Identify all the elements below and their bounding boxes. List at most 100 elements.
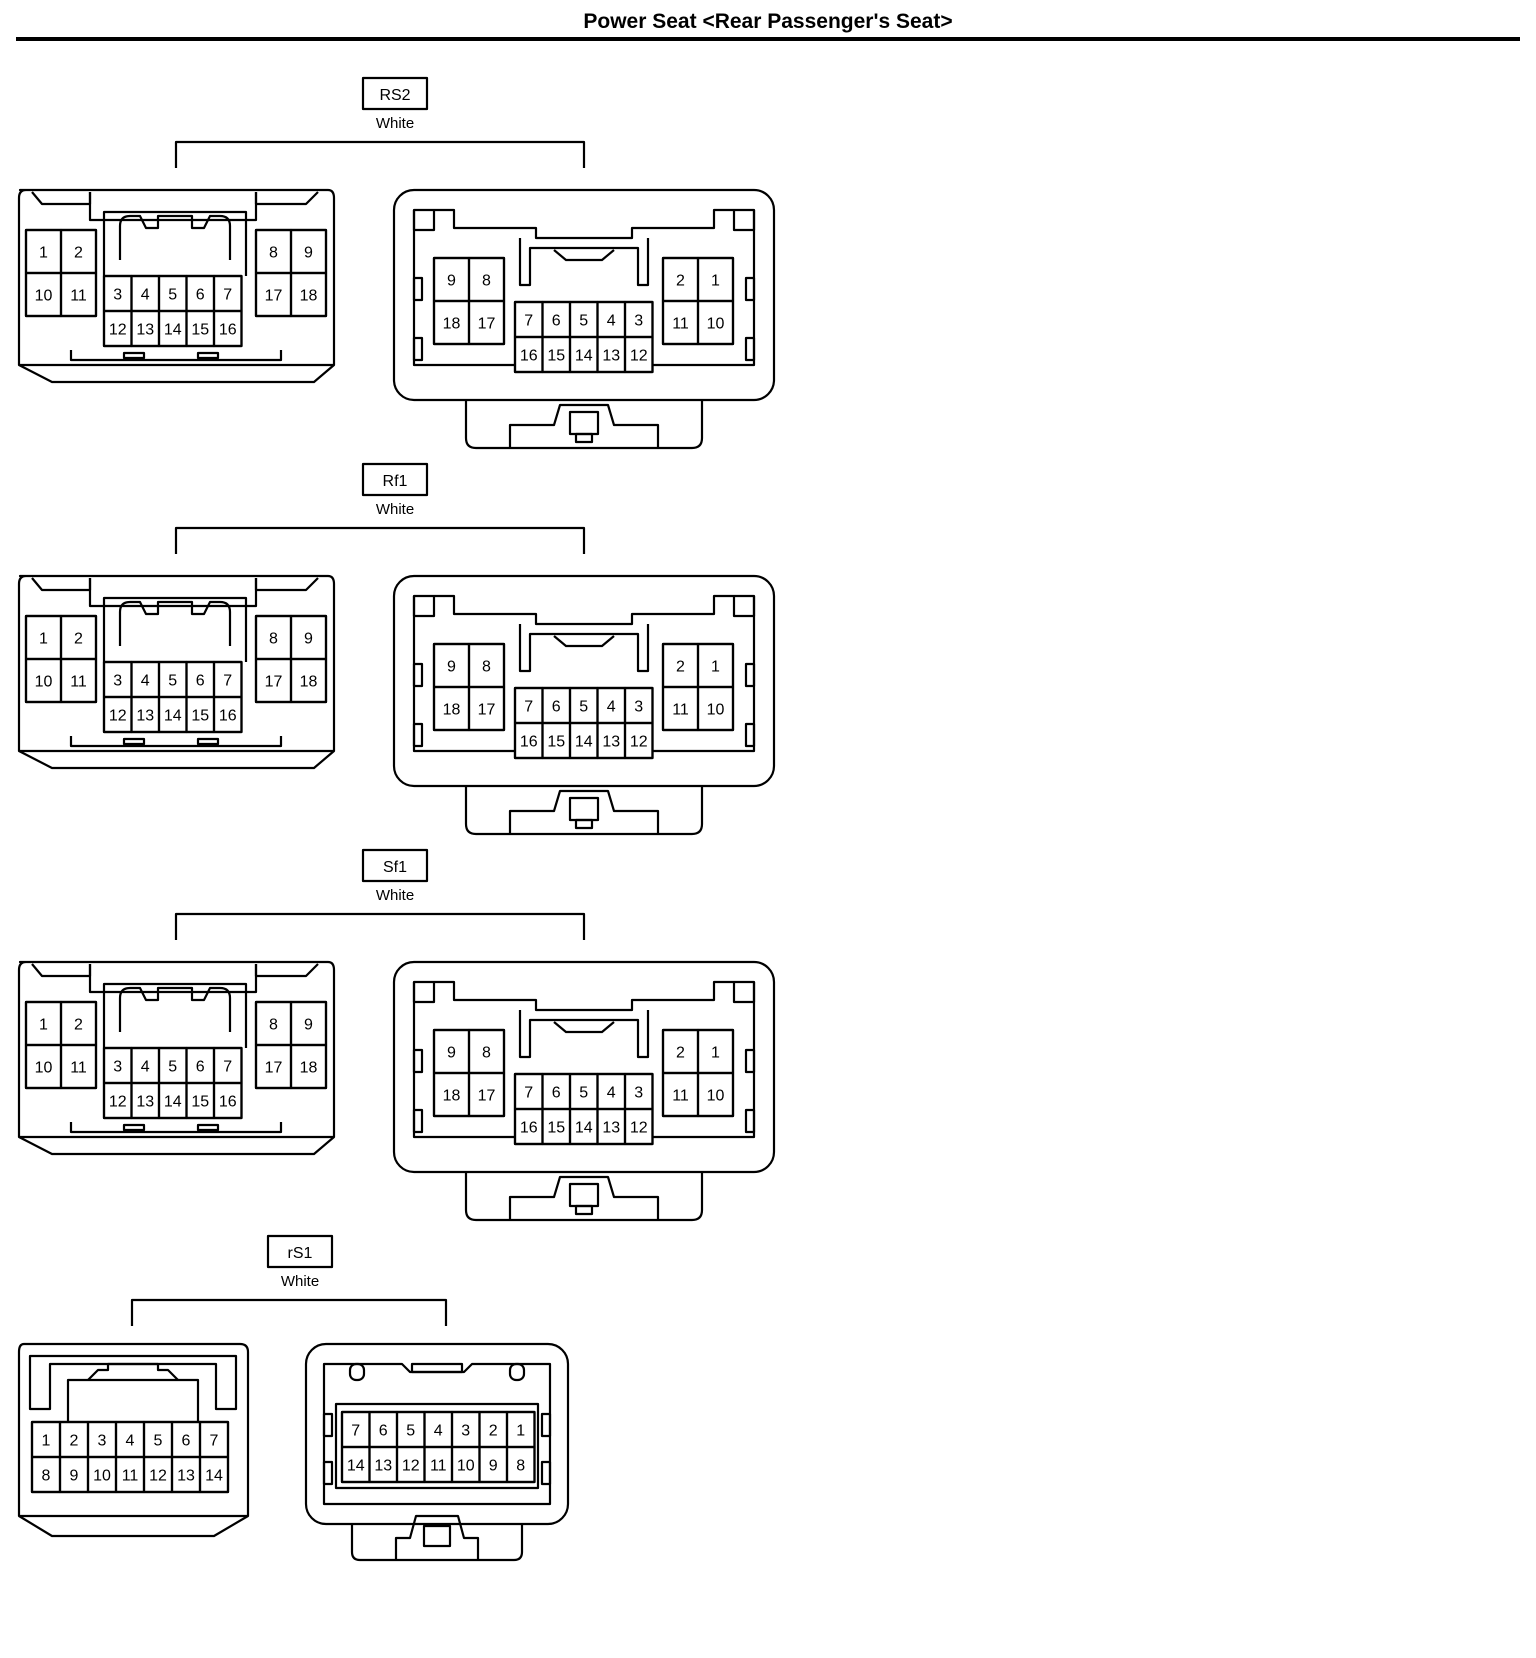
connector-bracket <box>174 912 586 940</box>
latch-button <box>568 1182 600 1208</box>
center-shroud <box>88 192 258 222</box>
top-rim <box>31 191 92 206</box>
side-slot <box>744 662 756 688</box>
pin-cell <box>59 657 98 704</box>
pin-number: 1 <box>39 244 48 261</box>
center-channel <box>518 1010 650 1059</box>
pin-number: 13 <box>177 1467 195 1484</box>
connector-code-box <box>266 1234 334 1269</box>
pin-number: 12 <box>402 1457 420 1474</box>
pin-cell <box>289 271 328 318</box>
pin-number: 16 <box>219 707 237 724</box>
latch-button <box>574 1204 594 1216</box>
pin-number: 16 <box>520 347 538 364</box>
pin-number: 9 <box>447 272 456 289</box>
pin-number: 17 <box>265 673 283 690</box>
pin-number: 7 <box>524 1084 533 1101</box>
pin-cell <box>696 685 735 732</box>
pin-number: 15 <box>191 321 209 338</box>
pin-cell <box>623 1107 654 1146</box>
pin-number: 1 <box>711 658 720 675</box>
pin-number: 7 <box>223 286 232 303</box>
latch-detail <box>508 403 660 448</box>
corner-notch <box>412 596 436 618</box>
top-rim <box>254 191 319 206</box>
pin-number: 1 <box>42 1432 51 1449</box>
pin-number: 8 <box>269 1016 278 1033</box>
connector-code: Rf1 <box>383 473 408 490</box>
latch-button <box>568 410 600 436</box>
pin-cell <box>467 1071 506 1118</box>
pin-cell <box>198 1455 230 1494</box>
bottom-latch <box>350 1524 524 1562</box>
corner-notch <box>732 596 756 618</box>
pin-number: 9 <box>304 1016 313 1033</box>
connector-code-box <box>361 462 429 497</box>
corner-notch <box>412 982 436 1004</box>
pin-number: 16 <box>219 321 237 338</box>
side-slot <box>412 1108 424 1134</box>
rail-tab <box>196 1123 220 1132</box>
center-channel <box>518 238 650 287</box>
pin-number: 18 <box>443 1087 461 1104</box>
latch-button <box>574 818 594 830</box>
pin-number: 13 <box>602 733 620 750</box>
side-slot <box>540 1412 552 1438</box>
side-slot <box>412 276 424 302</box>
pin-cell <box>212 695 243 734</box>
pin-cell <box>696 299 735 346</box>
pin-number: 8 <box>482 658 491 675</box>
connector-code: rS1 <box>288 1245 313 1262</box>
side-slot <box>412 662 424 688</box>
pin-number: 14 <box>575 1119 593 1136</box>
side-slot <box>322 1460 334 1486</box>
pin-number: 5 <box>579 1084 588 1101</box>
pin-number: 12 <box>630 1119 648 1136</box>
pin-number: 4 <box>141 1058 150 1075</box>
latch-button <box>422 1524 452 1548</box>
bottom-latch <box>464 786 704 836</box>
pin-number: 11 <box>122 1467 139 1484</box>
top-rim <box>31 577 92 592</box>
connector-color: White <box>281 1273 319 1290</box>
pin-number: 10 <box>707 315 725 332</box>
side-slot <box>744 1108 756 1134</box>
latch <box>118 986 232 1032</box>
pin-number: 5 <box>579 698 588 715</box>
center-lock <box>553 635 615 648</box>
title-rule <box>16 37 1520 41</box>
pin-number: 12 <box>109 1093 127 1110</box>
pin-number: 11 <box>70 673 87 690</box>
pin-cell <box>467 299 506 346</box>
side-slot <box>540 1460 552 1486</box>
side-slot <box>412 1048 424 1074</box>
pin-number: 5 <box>168 672 177 689</box>
pin-number: 1 <box>711 272 720 289</box>
locator-hole <box>348 1362 366 1382</box>
pin-number: 10 <box>707 1087 725 1104</box>
pin-number: 6 <box>196 672 205 689</box>
pin-cell <box>467 685 506 732</box>
male-housing <box>17 188 336 384</box>
pin-number: 2 <box>676 1044 685 1061</box>
center-frame <box>66 1378 200 1422</box>
pin-number: 13 <box>136 1093 154 1110</box>
pin-number: 14 <box>164 707 182 724</box>
latch-button <box>568 796 600 822</box>
pin-number: 11 <box>672 1087 689 1104</box>
pin-number: 15 <box>547 1119 565 1136</box>
male-housing <box>17 1342 250 1538</box>
pin-field <box>334 1402 540 1490</box>
pin-number: 5 <box>168 1058 177 1075</box>
center-shroud <box>88 578 258 608</box>
latch-detail <box>508 1175 660 1220</box>
pin-number: 7 <box>223 1058 232 1075</box>
pin-number: 10 <box>35 1059 53 1076</box>
pin-number: 2 <box>74 1016 83 1033</box>
pin-number: 12 <box>109 707 127 724</box>
pin-number: 13 <box>602 347 620 364</box>
top-rim <box>254 577 319 592</box>
pin-cell <box>212 309 243 348</box>
